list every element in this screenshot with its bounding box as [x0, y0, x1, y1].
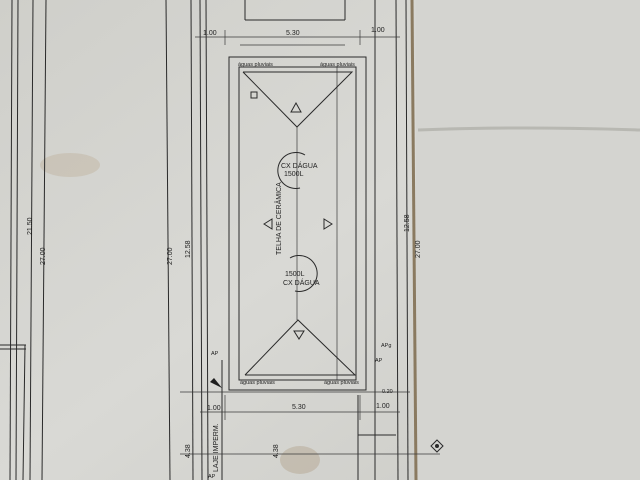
dim-right-total: 27.00: [415, 240, 422, 258]
slope-arrow-icon: [323, 218, 333, 230]
rain-label-bottom-right: águas pluviais: [324, 380, 359, 386]
paper-fold: [417, 126, 640, 132]
dim-bottom-right: 1.00: [376, 403, 390, 410]
marker-apg: APg: [381, 343, 391, 349]
drain-square-icon: [250, 91, 258, 99]
rain-label-bottom-left: águas pluviais: [240, 380, 275, 386]
dim-inner-left: 12.58: [185, 240, 192, 258]
rain-label-top-left: águas pluviais: [238, 62, 273, 68]
paper-edge-fold: [410, 0, 418, 480]
tank-bottom-capacity: 1500L: [285, 271, 305, 278]
left-detail-box: [0, 344, 26, 480]
slope-arrow-icon: [263, 218, 273, 230]
roof-label: TELHA DE CERÂMICA: [274, 182, 283, 255]
slope-arrow-icon: [293, 330, 305, 340]
dim-top-right: 1.00: [371, 27, 385, 34]
bottom-dimension-line: [180, 391, 440, 455]
marker-ap: AP: [375, 358, 383, 364]
tank-top-name: CX DÁGUA: [281, 161, 318, 170]
water-tank-arc: [289, 255, 318, 292]
dim-inner-right: 12.58: [404, 214, 411, 232]
stain: [280, 446, 320, 474]
right-walls: [357, 0, 409, 480]
stain: [40, 153, 100, 177]
marker-ap: AP: [208, 474, 216, 480]
dim-top-mid: 5.30: [286, 30, 300, 37]
dim-lower-mid: 4.38: [273, 444, 280, 458]
dim-bottom-mid: 5.30: [292, 404, 306, 411]
dim-bottom-left: 1.00: [207, 405, 221, 412]
dim-lower-left: 4.38: [185, 444, 192, 458]
roof-outline: [228, 56, 367, 391]
dim-left-partial: 21.50: [27, 217, 34, 235]
dim-offset: 0.20: [382, 389, 393, 395]
dim-left-total: 27.00: [40, 247, 47, 265]
level-marker-icon: [430, 439, 444, 453]
tank-bottom-name: CX DÁGUA: [283, 278, 320, 287]
north-arrow-icon: [210, 378, 222, 388]
tank-top-capacity: 1500L: [284, 171, 304, 178]
water-tank-arc: [277, 152, 306, 189]
left-walls: [9, 0, 346, 480]
slope-arrow-icon: [290, 101, 302, 113]
slab-label: LAJE IMPERM.: [213, 423, 220, 472]
marker-ap: AP: [211, 351, 219, 357]
dim-top-left: 1.00: [203, 30, 217, 37]
top-dimension-line: [195, 30, 400, 46]
dim-total-height: 27.00: [167, 247, 174, 265]
paper-right-panel: [416, 0, 640, 480]
rain-label-top-right: águas pluviais: [320, 62, 355, 68]
